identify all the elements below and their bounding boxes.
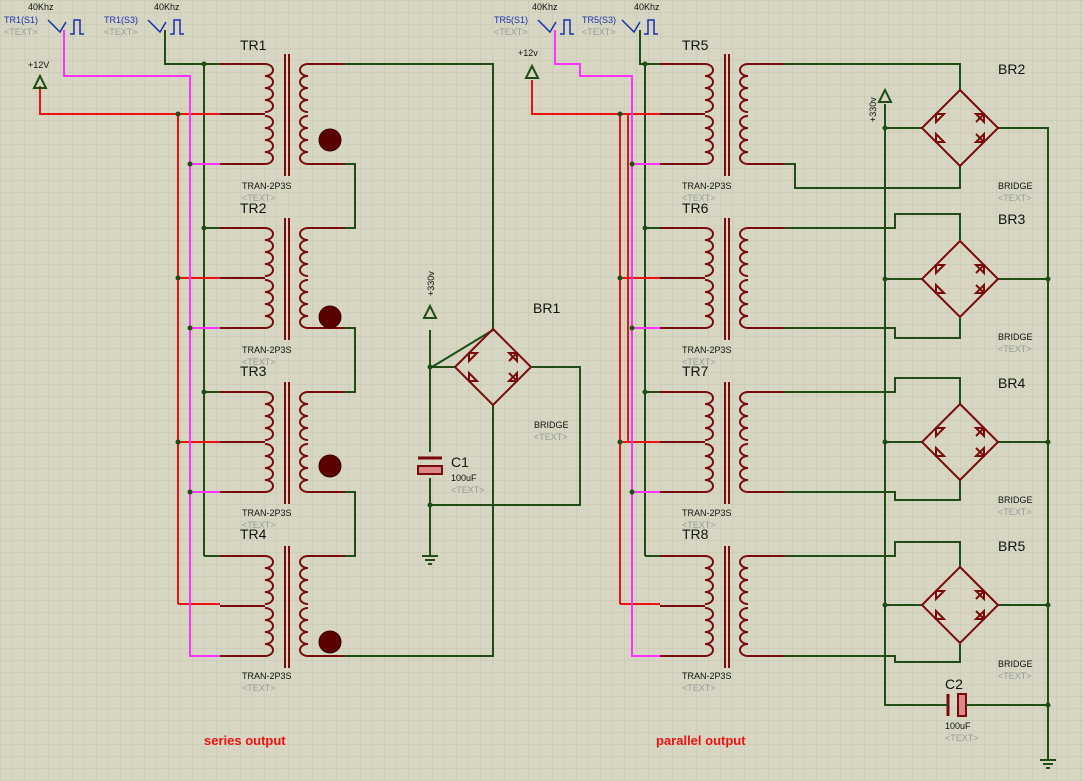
- transformer-type-label: TRAN-2P3S: [682, 345, 732, 355]
- bridge-type-label: BRIDGE: [998, 181, 1033, 191]
- source-text-label: <TEXT>: [494, 27, 528, 37]
- capacitor-ref-label: C1: [451, 454, 469, 470]
- capacitor-ref-label: C2: [945, 676, 963, 692]
- capacitor-c1[interactable]: [417, 456, 443, 475]
- transformer-type-label: TRAN-2P3S: [242, 671, 292, 681]
- bridge-ref-label: BR2: [998, 61, 1025, 77]
- ground-icon: [422, 555, 438, 565]
- power-arrow-icon: [524, 63, 893, 103]
- transformer-ref-label: TR1: [240, 37, 267, 53]
- transformer-text-label: <TEXT>: [682, 193, 716, 203]
- phase-dot: [318, 128, 342, 152]
- capacitor-value-label: 100uF: [451, 473, 477, 483]
- source-name-label[interactable]: TR1(S3): [104, 15, 138, 25]
- source-name-label[interactable]: TR1(S1): [4, 15, 38, 25]
- bridge-text-label: <TEXT>: [998, 671, 1032, 681]
- bridge-type-label: BRIDGE: [998, 332, 1033, 342]
- transformer-text-label: <TEXT>: [242, 683, 276, 693]
- bridge-text-label: <TEXT>: [998, 193, 1032, 203]
- capacitor-text-label: <TEXT>: [451, 485, 485, 495]
- transformer-ref-label: TR4: [240, 526, 267, 542]
- source-text-label: <TEXT>: [104, 27, 138, 37]
- phase-dot: [318, 630, 342, 654]
- phase-dot: [318, 454, 342, 478]
- source-freq-label: 40Khz: [154, 2, 180, 12]
- transformer-text-label: <TEXT>: [682, 520, 716, 530]
- parallel-section: [524, 19, 1056, 769]
- source-freq-label: 40Khz: [28, 2, 54, 12]
- transformer-text-label: <TEXT>: [682, 683, 716, 693]
- power-label: +12V: [28, 60, 49, 70]
- ground-icon: [1040, 759, 1056, 769]
- transformer-type-label: TRAN-2P3S: [682, 508, 732, 518]
- series-output-caption: series output: [204, 733, 286, 748]
- parallel-output-caption: parallel output: [656, 733, 746, 748]
- transformer-ref-label: TR2: [240, 200, 267, 216]
- transformer-type-label: TRAN-2P3S: [682, 671, 732, 681]
- bridge-text-label: <TEXT>: [998, 344, 1032, 354]
- source-name-label[interactable]: TR5(S3): [582, 15, 616, 25]
- transformer-text-label: <TEXT>: [682, 357, 716, 367]
- transformer-text-label: <TEXT>: [242, 193, 276, 203]
- source-freq-label: 40Khz: [634, 2, 660, 12]
- capacitor-text-label: <TEXT>: [945, 733, 979, 743]
- transformer-ref-label: TR8: [682, 526, 709, 542]
- bridge-ref-label: BR1: [533, 300, 560, 316]
- pulse-source-icon: [537, 19, 658, 35]
- source-text-label: <TEXT>: [582, 27, 616, 37]
- bridge-ref-label: BR3: [998, 211, 1025, 227]
- bridge-text-label: <TEXT>: [998, 507, 1032, 517]
- transformer-text-label: <TEXT>: [242, 357, 276, 367]
- transformer-ref-label: TR5: [682, 37, 709, 53]
- bridge-ref-label: BR5: [998, 538, 1025, 554]
- series-section: [32, 19, 581, 669]
- bridge-type-label: BRIDGE: [998, 659, 1033, 669]
- transformer-ref-label: TR6: [682, 200, 709, 216]
- power-arrow-icon: [32, 73, 438, 319]
- bridge-type-label: BRIDGE: [998, 495, 1033, 505]
- bridge-type-label: BRIDGE: [534, 420, 569, 430]
- bridge-text-label: <TEXT>: [534, 432, 568, 442]
- source-name-label[interactable]: TR5(S1): [494, 15, 528, 25]
- capacitor-value-label: 100uF: [945, 721, 971, 731]
- transformer-text-label: <TEXT>: [242, 520, 276, 530]
- transformer-ref-label: TR3: [240, 363, 267, 379]
- source-text-label: <TEXT>: [4, 27, 38, 37]
- transformer-type-label: TRAN-2P3S: [682, 181, 732, 191]
- transformer-type-label: TRAN-2P3S: [242, 508, 292, 518]
- transformer-ref-label: TR7: [682, 363, 709, 379]
- source-freq-label: 40Khz: [532, 2, 558, 12]
- transformer-type-label: TRAN-2P3S: [242, 345, 292, 355]
- phase-dot: [318, 305, 342, 329]
- power-label: +12v: [518, 48, 538, 58]
- capacitor-c2[interactable]: [940, 693, 975, 717]
- power-label: +330v: [868, 97, 878, 122]
- pulse-source-icon: [47, 19, 184, 35]
- power-label: +330v: [426, 271, 436, 296]
- transformer-type-label: TRAN-2P3S: [242, 181, 292, 191]
- bridge-ref-label: BR4: [998, 375, 1025, 391]
